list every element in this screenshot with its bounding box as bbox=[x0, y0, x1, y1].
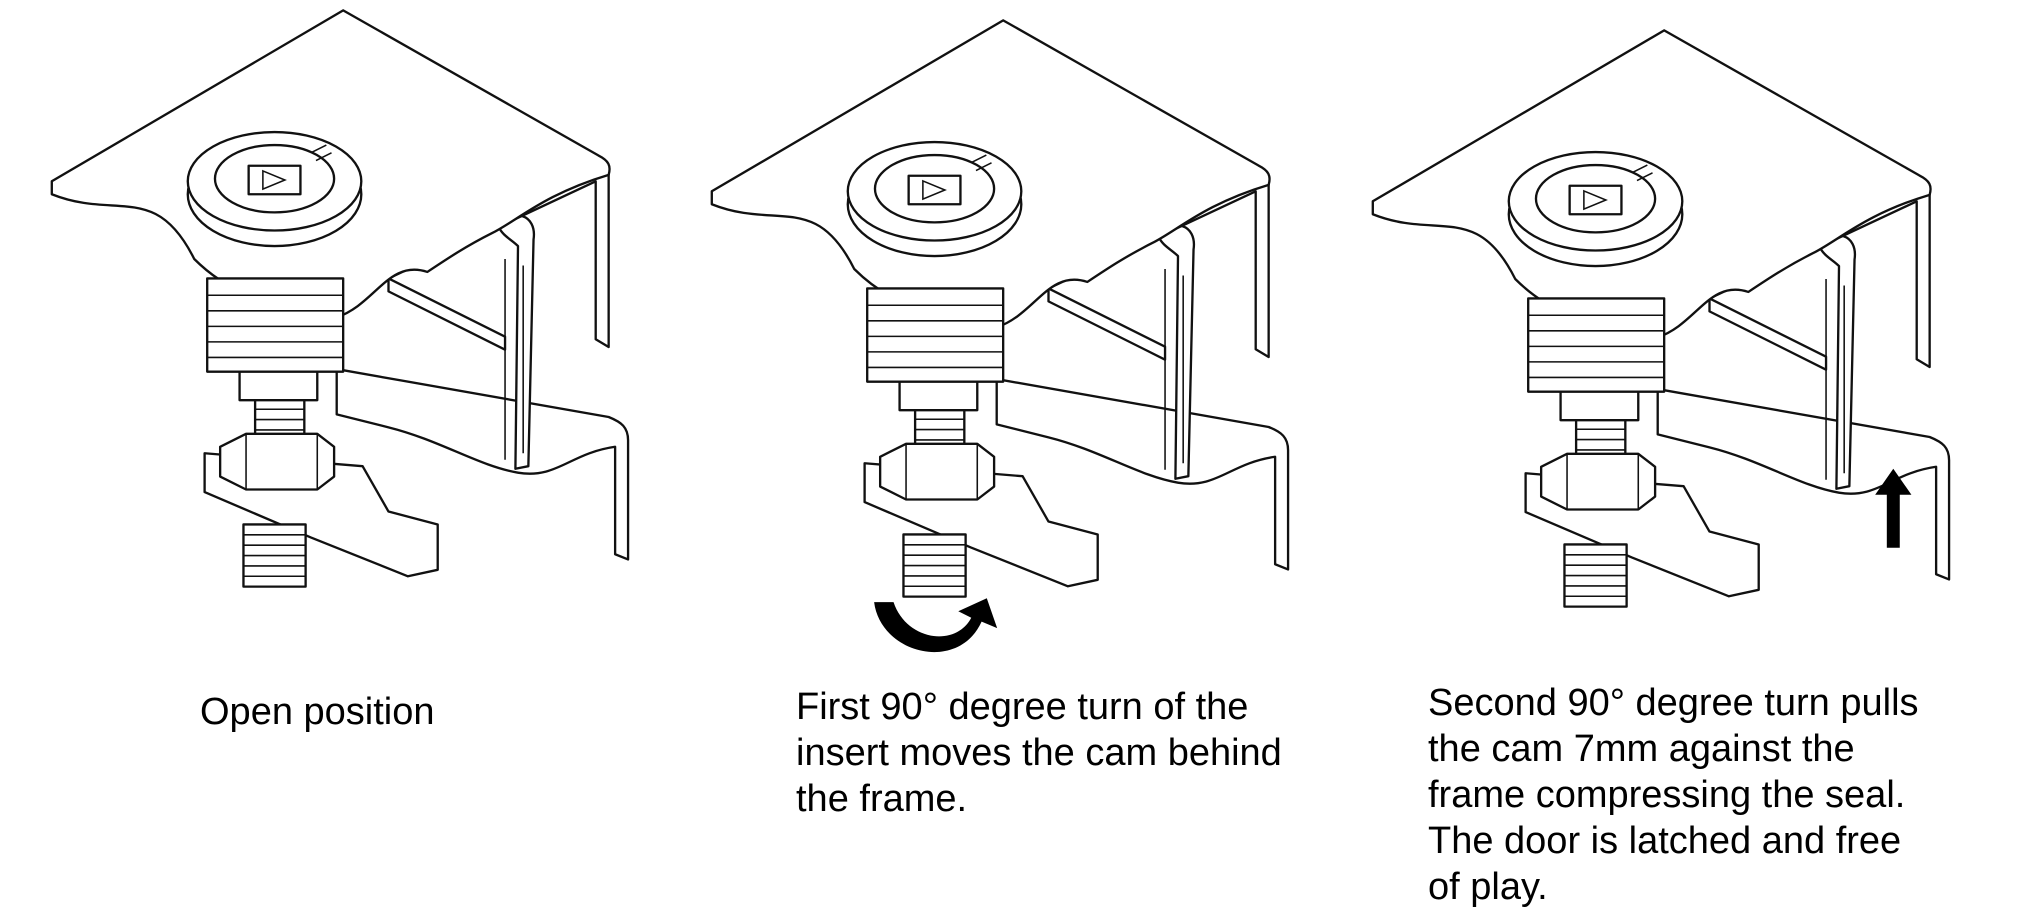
caption-line: the frame. bbox=[796, 778, 968, 820]
caption-line: the cam 7mm against the bbox=[1428, 728, 1855, 770]
rotate-arrow-icon bbox=[874, 598, 998, 653]
step-3-drawing bbox=[1371, 29, 1951, 608]
caption-line: of play. bbox=[1428, 866, 1548, 908]
caption-line: Second 90° degree turn pulls bbox=[1428, 682, 1919, 724]
caption-line: The door is latched and free bbox=[1428, 820, 1902, 862]
step-1-caption: Open position bbox=[200, 689, 435, 735]
caption-line: First 90° degree turn of the bbox=[796, 686, 1249, 728]
caption-line: Open position bbox=[200, 691, 435, 733]
caption-line: insert moves the cam behind bbox=[796, 732, 1282, 774]
step-1-drawing bbox=[50, 9, 630, 588]
caption-line: frame compressing the seal. bbox=[1428, 774, 1906, 816]
step-2-caption: First 90° degree turn of the insert move… bbox=[796, 684, 1282, 822]
step-3-caption: Second 90° degree turn pulls the cam 7mm… bbox=[1428, 680, 1919, 910]
step-2-drawing bbox=[710, 19, 1290, 598]
up-arrow-icon bbox=[1875, 468, 1912, 548]
